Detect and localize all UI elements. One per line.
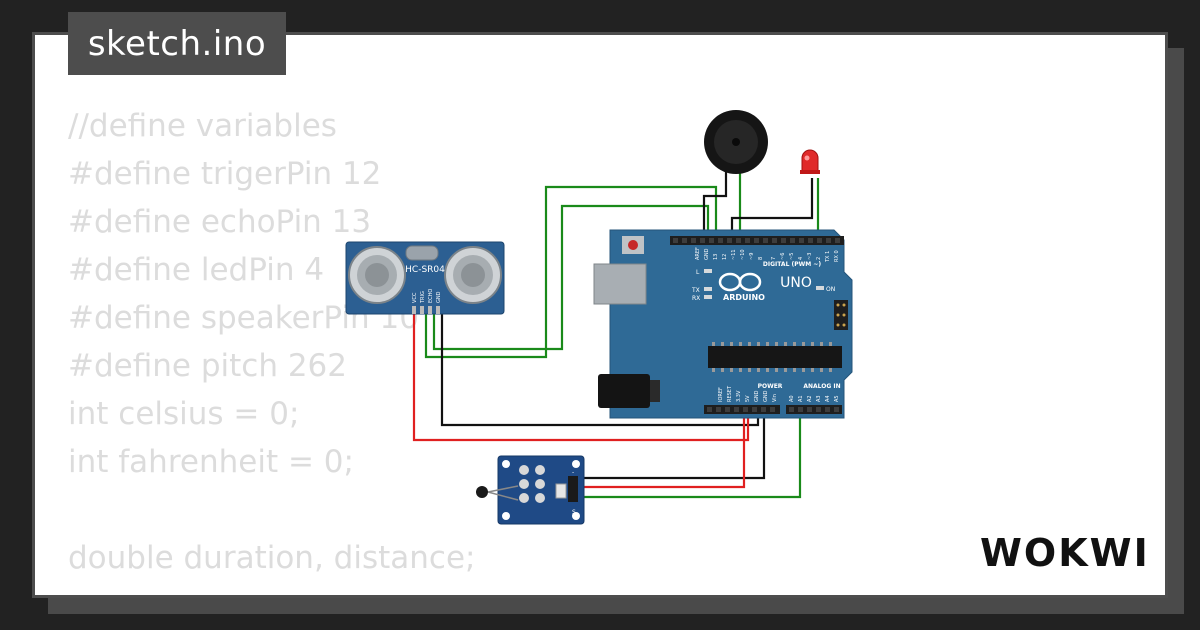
pin-label-a3: A3 (816, 395, 822, 402)
arduino-model: UNO (780, 275, 812, 291)
pin-label-3: ~3 (807, 253, 813, 260)
wire-sensor-vcc (412, 312, 750, 442)
pin-label-tx1: TX 1 (825, 251, 831, 263)
power-label: POWER (758, 383, 783, 390)
digital-label: DIGITAL (PWM ~) (763, 261, 821, 268)
pin-label-6: ~6 (780, 253, 786, 260)
pin-label-7: 7 (771, 257, 777, 260)
temp-pin-signal: S (572, 509, 576, 516)
code-line: double duration, distance; (68, 540, 476, 576)
wokwi-logo[interactable]: WOKWI (976, 528, 1152, 578)
sensor-pin-echo: ECHO (428, 289, 434, 303)
wire-temp-signal (578, 410, 802, 499)
code-line: #define trigerPin 12 (68, 156, 382, 192)
pin-label-ioref: IOREF (718, 387, 724, 402)
pin-label-8: 8 (758, 257, 764, 260)
pin-label-a0: A0 (789, 395, 795, 402)
file-tab[interactable]: sketch.ino (68, 12, 286, 75)
arduino-brand: ARDUINO (723, 293, 765, 302)
pin-label-5v: 5V (745, 395, 751, 402)
analog-label: ANALOG IN (803, 383, 840, 390)
red-led[interactable] (800, 149, 820, 174)
code-line: #define pitch 262 (68, 348, 347, 384)
led-tx-label: TX (691, 287, 700, 294)
pin-label-reset: RESET (727, 385, 733, 402)
preview-card (32, 32, 1168, 598)
pin-label-12: 12 (722, 254, 728, 260)
wire-led-anode (730, 178, 814, 236)
pin-label-vin: Vin (772, 394, 778, 402)
code-line: int celsius = 0; (68, 396, 300, 432)
pin-label-2: 2 (816, 257, 822, 260)
arduino-uno-board[interactable]: AREF GND 13 12 ~11 ~10 ~9 8 7 ~6 ~5 4 ~3… (593, 229, 853, 419)
led-rx-label: RX (692, 295, 700, 302)
sensor-pin-vcc: VCC (412, 292, 418, 303)
pin-label-aref: AREF (695, 247, 701, 260)
ultrasonic-sensor[interactable]: HC-SR04 VCC TRIG ECHO GND (345, 241, 505, 315)
code-preview: //define variables #define trigerPin 12 #d… (68, 102, 628, 582)
wire-temp-gnd (578, 410, 766, 480)
pin-label-10: ~10 (740, 249, 746, 260)
pin-label-3v3: 3.3V (736, 390, 742, 402)
pin-label-a1: A1 (798, 395, 804, 402)
buzzer[interactable] (704, 110, 768, 174)
pin-label-9: ~9 (749, 253, 755, 260)
pin-label-5: ~5 (789, 253, 795, 260)
code-line: #define ledPin 4 (68, 252, 325, 288)
temp-pin-minus: - (572, 469, 574, 476)
led-l-label: L (696, 269, 700, 276)
code-line: //define variables (68, 108, 337, 144)
sensor-label: HC-SR04 (405, 265, 445, 275)
pin-label-13: 13 (713, 254, 719, 260)
arduino-logo-icon (718, 272, 762, 292)
wires (412, 172, 820, 499)
pin-label-a5: A5 (834, 395, 840, 402)
pin-label-11: ~11 (731, 249, 737, 260)
pin-label-4: 4 (798, 257, 804, 260)
pin-label-gnd: GND (704, 248, 710, 260)
wire-temp-vcc (578, 410, 746, 489)
pin-label-gnd-a: GND (754, 390, 760, 402)
pin-label-rx0: RX 0 (834, 250, 840, 262)
code-line: #define echoPin 13 (68, 204, 372, 240)
wire-buzzer-gnd (702, 172, 728, 236)
wire-echo (432, 204, 710, 351)
temperature-sensor-module[interactable]: - S (476, 455, 585, 525)
pin-label-gnd-b: GND (763, 390, 769, 402)
pin-label-a2: A2 (807, 395, 813, 402)
wokwi-logo-text: WOKWI (980, 531, 1150, 575)
code-line: #define speakerPin 10 (68, 300, 419, 336)
sensor-pin-gnd: GND (436, 291, 442, 303)
sensor-pin-trig: TRIG (420, 291, 426, 304)
on-label: ON (826, 286, 835, 293)
pin-label-a4: A4 (825, 395, 831, 402)
code-line: int fahrenheit = 0; (68, 444, 354, 480)
